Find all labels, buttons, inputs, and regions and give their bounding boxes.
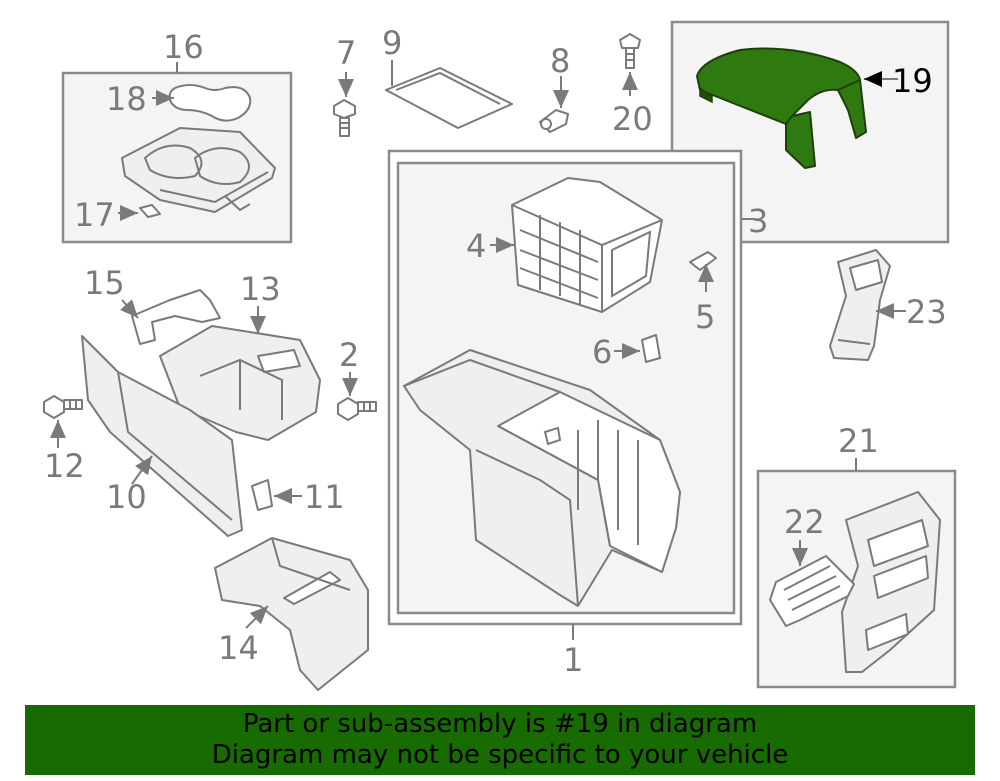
part-11-clip[interactable] <box>251 479 273 511</box>
callout-14: 14 <box>218 629 259 667</box>
part-15-bracket[interactable] <box>131 289 221 345</box>
part-4-storage-bin[interactable] <box>511 177 663 313</box>
notice-banner: Part or sub-assembly is #19 in diagram D… <box>25 705 975 775</box>
callout-9: 9 <box>382 24 402 62</box>
callout-12: 12 <box>44 447 85 485</box>
leader-lines <box>50 60 906 640</box>
callout-17: 17 <box>74 196 115 234</box>
callout-19: 19 <box>892 62 933 100</box>
callout-21: 21 <box>838 422 879 460</box>
part-16-cup-holder[interactable] <box>121 127 276 213</box>
part-1-console-body[interactable] <box>403 349 681 607</box>
part-17-clip[interactable] <box>139 204 161 218</box>
callout-8: 8 <box>550 42 570 80</box>
part-10-side-panel[interactable] <box>81 335 243 537</box>
callout-11: 11 <box>304 478 345 516</box>
part-21-rear-vent-panel[interactable] <box>841 491 941 673</box>
parts-diagram: 16 18 17 7 9 8 20 19 3 4 5 6 23 15 13 2 … <box>43 20 957 691</box>
callout-23: 23 <box>906 293 947 331</box>
banner-line-1: Part or sub-assembly is #19 in diagram <box>242 709 758 739</box>
callout-16: 16 <box>163 28 204 66</box>
part-8-plug[interactable] <box>539 109 569 133</box>
callout-13: 13 <box>240 270 281 308</box>
callout-1: 1 <box>563 641 583 679</box>
callout-20: 20 <box>612 100 653 138</box>
part-9-mat[interactable] <box>385 67 513 129</box>
callout-18: 18 <box>106 80 147 118</box>
callout-5: 5 <box>695 298 715 336</box>
callout-7: 7 <box>336 34 356 72</box>
part-12-bolt[interactable] <box>43 395 83 419</box>
part-5-clip[interactable] <box>689 251 717 271</box>
part-14-lower-panel[interactable] <box>214 537 369 691</box>
callout-2: 2 <box>339 336 359 374</box>
callout-numbers: 16 18 17 7 9 8 20 19 3 4 5 6 23 15 13 2 … <box>44 24 947 679</box>
banner-line-2: Diagram may not be specific to your vehi… <box>211 740 789 770</box>
callout-3: 3 <box>748 202 768 240</box>
part-20-screw[interactable] <box>619 33 641 69</box>
part-23-vent-duct[interactable] <box>829 249 891 361</box>
part-2-bolt[interactable] <box>337 397 377 421</box>
callout-10: 10 <box>106 478 147 516</box>
part-7-bolt[interactable] <box>333 99 356 137</box>
callout-22: 22 <box>784 503 825 541</box>
part-6-clip[interactable] <box>641 334 661 363</box>
callout-4: 4 <box>466 227 486 265</box>
callout-6: 6 <box>592 333 612 371</box>
part-19-armrest-lid[interactable] <box>696 47 867 169</box>
callout-15: 15 <box>84 264 125 302</box>
part-22-vent[interactable] <box>769 555 855 627</box>
